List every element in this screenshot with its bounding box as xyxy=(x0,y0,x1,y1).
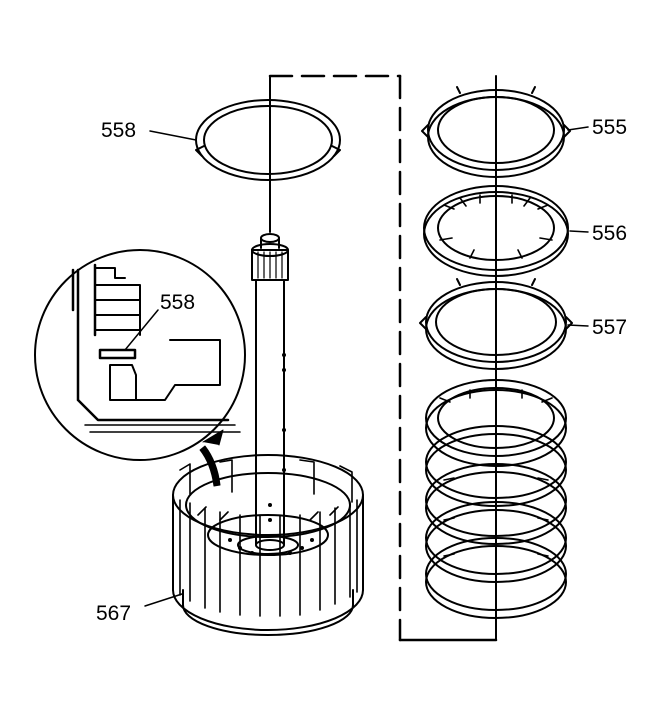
clutch-pack xyxy=(425,379,567,619)
callout-555: 555 xyxy=(592,116,628,139)
leader-lines xyxy=(144,126,589,607)
curved-arrow xyxy=(199,429,224,487)
input-shaft xyxy=(251,75,289,551)
detail-inset xyxy=(34,249,246,461)
alignment-bracket xyxy=(268,74,498,642)
steel-plate-557 xyxy=(419,278,573,370)
friction-plate-556 xyxy=(423,185,569,277)
callout-557: 557 xyxy=(592,316,628,339)
pressure-plate-555 xyxy=(421,86,571,178)
callout-556: 556 xyxy=(592,222,628,245)
clutch-housing-567 xyxy=(172,454,364,636)
callout-558-inset: 558 xyxy=(160,291,196,314)
callout-567: 567 xyxy=(96,602,132,625)
callout-558-top: 558 xyxy=(101,119,137,142)
snap-ring-558 xyxy=(195,99,341,181)
